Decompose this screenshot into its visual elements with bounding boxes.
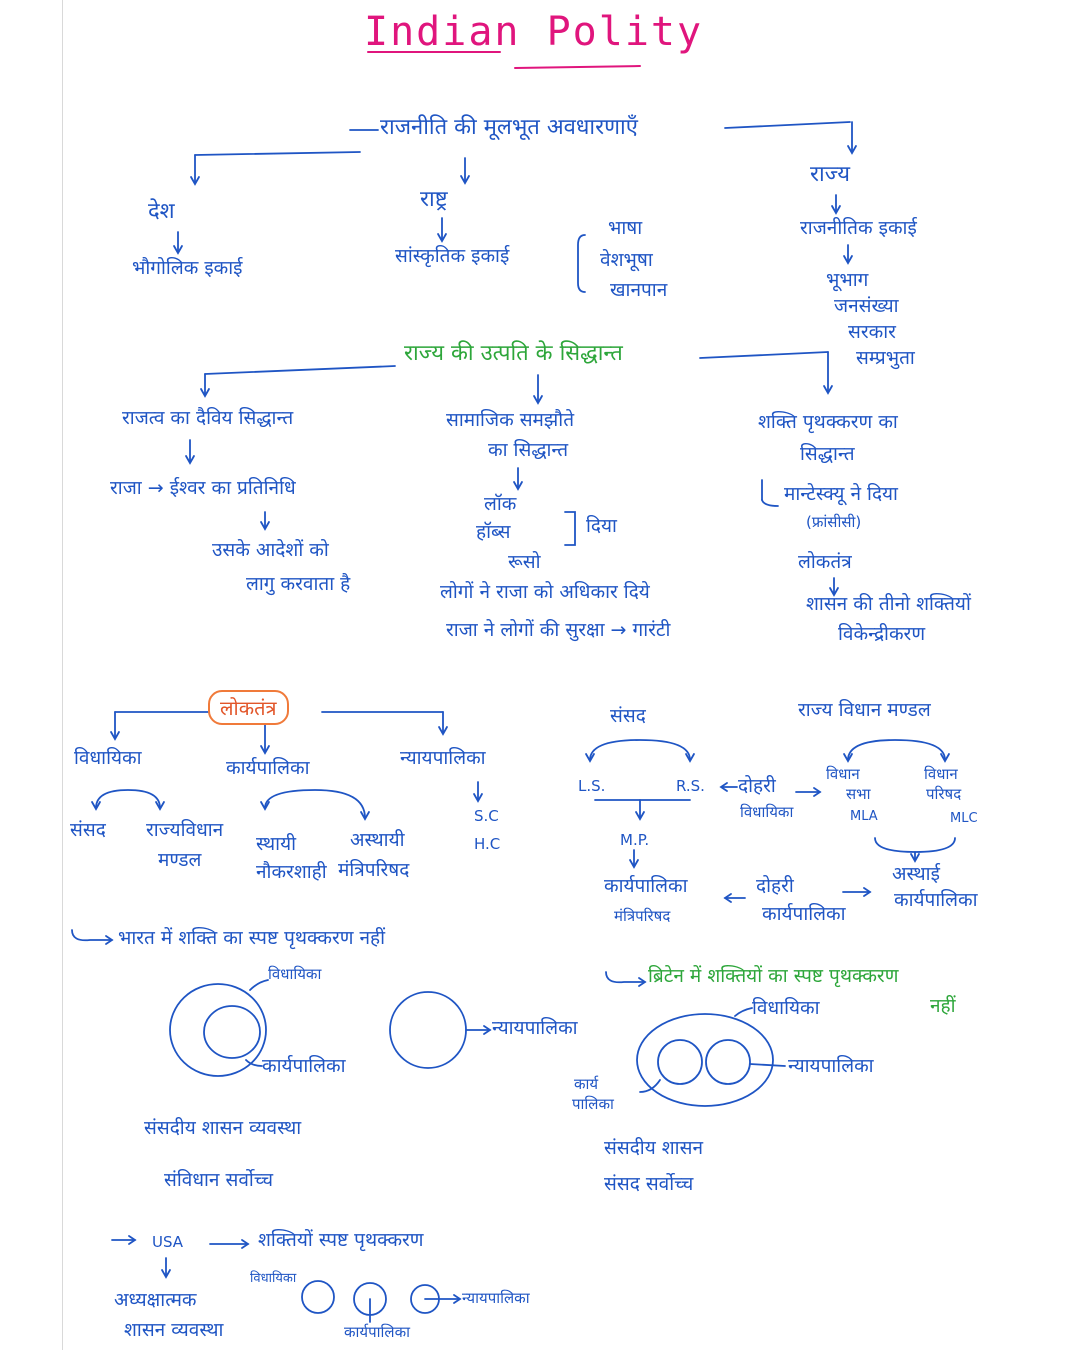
rashtra-sub: सांस्कृतिक इकाई [395, 245, 510, 267]
state-legislature-a: राज्यविधान [146, 819, 224, 841]
temporary-exec-a: अस्थाई [892, 863, 940, 885]
origin-heading: राज्य की उत्पति के सिद्धान्त [404, 341, 623, 366]
india-executive: कार्यपालिका [262, 1055, 346, 1077]
divine-line2b: लागु करवाता है [246, 573, 351, 595]
council-of-ministers: मंत्रिपरिषद [614, 907, 671, 925]
rajya-item-2: जनसंख्या [834, 295, 899, 317]
britain-note-b: नहीं [930, 995, 956, 1017]
rajya-item-3: सरकार [848, 321, 896, 343]
temporary-a: अस्थायी [350, 829, 405, 851]
desh-label: देश [148, 199, 175, 224]
democracy-line: लोकतंत्र [798, 551, 852, 573]
india-judiciary: न्यायपालिका [492, 1017, 578, 1039]
social-point2: राजा ने लोगों की सुरक्षा → गारंटी [446, 619, 671, 641]
india-point2: संविधान सर्वोच्च [164, 1169, 274, 1191]
presidential-b: शासन व्यवस्था [124, 1319, 224, 1341]
vidhan-sabha-b: सभा [846, 785, 871, 803]
usa-note: शक्तियों स्पष्ट पृथक्करण [258, 1229, 424, 1251]
mlc-label: MLC [950, 811, 978, 826]
permanent-a: स्थायी [256, 833, 297, 855]
rajya-sub: राजनीतिक इकाई [800, 217, 917, 239]
rajya-item-4: सम्प्रभुता [856, 347, 915, 369]
montesquieu-line: मान्टेस्क्यू ने दिया [784, 483, 898, 505]
britain-point1: संसदीय शासन [604, 1137, 703, 1159]
britain-executive-a: कार्य [574, 1075, 599, 1093]
rashtra-item-3: खानपान [610, 279, 668, 301]
parliament-heading: संसद [610, 705, 646, 727]
state-legislature-heading: राज्य विधान मण्डल [798, 699, 931, 721]
rajya-item-1: भूभाग [826, 269, 869, 291]
name-rousseau: रूसो [508, 551, 541, 573]
social-contract-title-a: सामाजिक समझौते [446, 409, 575, 431]
social-point1: लोगों ने राजा को अधिकार दिये [440, 581, 650, 603]
judiciary-label: न्यायपालिका [400, 747, 486, 769]
divine-line1: राजा → ईश्वर का प्रतिनिधि [110, 477, 296, 499]
india-separation-note: भारत में शक्ति का स्पष्ट पृथक्करण नहीं [118, 927, 386, 949]
britain-executive-b: पालिका [572, 1095, 614, 1113]
permanent-b: नौकरशाही [256, 861, 327, 883]
rashtra-label: राष्ट्र [420, 187, 448, 212]
parliament-label: संसद [70, 819, 106, 841]
divine-theory-title: राजत्व का दैविय सिद्धान्त [122, 407, 294, 429]
hc-label: H.C [474, 835, 501, 853]
dual-executive-a: दोहरी [756, 875, 794, 897]
page-title: Indian Polity [364, 9, 704, 55]
usa-judiciary: न्यायपालिका [462, 1289, 530, 1307]
gave-label: दिया [586, 515, 617, 537]
decentralization-line: विकेन्द्रीकरण [838, 623, 926, 645]
usa-legislature: विधायिका [250, 1271, 297, 1286]
vidhan-parishad-b: परिषद [926, 785, 962, 803]
separation-title-a: शक्ति पृथक्करण का [758, 411, 898, 433]
vidhan-parishad-a: विधान [924, 765, 958, 783]
democracy-badge: लोकतंत्र [208, 690, 289, 725]
britain-note-a: ब्रिटेन में शक्तियों का स्पष्ट पृथक्करण [648, 965, 899, 987]
dual-executive-b: कार्यपालिका [762, 903, 846, 925]
social-contract-title-b: का सिद्धान्त [488, 439, 569, 461]
three-powers-line: शासन की तीनो शक्तियों [806, 593, 971, 615]
usa-label: USA [152, 1233, 184, 1251]
mla-label: MLA [850, 809, 878, 824]
india-legislature: विधायिका [268, 965, 322, 983]
divine-line2a: उसके आदेशों को [212, 539, 329, 561]
french-line: (फ्रांसीसी) [806, 513, 862, 531]
name-locke: लॉक [484, 493, 517, 515]
sc-label: S.C [474, 807, 499, 825]
rashtra-item-1: भाषा [608, 217, 643, 239]
dual-legislature-a: दोहरी [738, 775, 776, 797]
executive-label: कार्यपालिका [226, 757, 310, 779]
mp-label: M.P. [620, 831, 650, 849]
concepts-heading: राजनीति की मूलभूत अवधारणाएँ [380, 115, 638, 140]
rajya-label: राज्य [810, 162, 851, 187]
rs-label: R.S. [676, 777, 705, 795]
vidhan-sabha-a: विधान [826, 765, 860, 783]
usa-executive: कार्यपालिका [344, 1323, 410, 1341]
britain-point2: संसद सर्वोच्च [604, 1173, 694, 1195]
temporary-exec-b: कार्यपालिका [894, 889, 978, 911]
temporary-b: मंत्रिपरिषद [338, 859, 410, 881]
name-hobbes: हॉब्स [476, 521, 511, 543]
state-legislature-b: मण्डल [158, 849, 202, 871]
presidential-a: अध्यक्षात्मक [114, 1289, 197, 1311]
dual-legislature-b: विधायिका [740, 803, 794, 821]
margin-line [62, 0, 63, 1350]
desh-sub: भौगोलिक इकाई [132, 257, 243, 279]
rashtra-item-2: वेशभूषा [600, 249, 653, 271]
britain-judiciary: न्यायपालिका [788, 1055, 874, 1077]
india-point1: संसदीय शासन व्यवस्था [144, 1117, 302, 1139]
ls-label: L.S. [578, 777, 606, 795]
separation-title-b: सिद्धान्त [800, 443, 855, 465]
executive-label-2: कार्यपालिका [604, 875, 688, 897]
legislature-label: विधायिका [74, 747, 142, 769]
britain-legislature: विधायिका [752, 997, 820, 1019]
